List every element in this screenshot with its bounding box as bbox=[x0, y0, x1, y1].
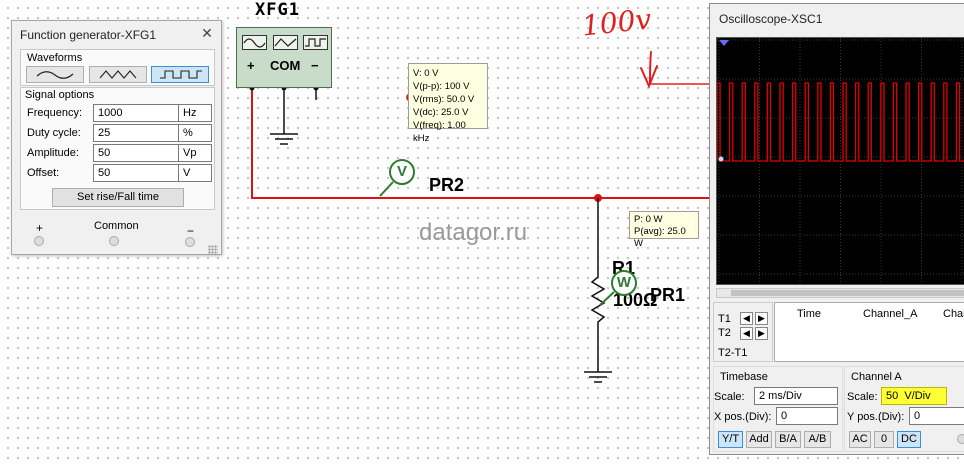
xfg-plus-label: + bbox=[247, 58, 255, 73]
osc-window-title: Oscilloscope-XSC1 bbox=[719, 12, 823, 26]
table-header-channel-a: Channel_A bbox=[863, 308, 918, 320]
timebase-scale-field[interactable]: 2 ms/Div bbox=[754, 387, 838, 405]
ground-symbol-xfg bbox=[270, 133, 298, 145]
timebase-xpos-label: X pos.(Div): bbox=[714, 411, 772, 423]
cursor-t2-label: T2 bbox=[718, 327, 731, 339]
measurement-table: Time Channel_A Chan bbox=[774, 302, 964, 362]
probe-pr1-label: PR1 bbox=[650, 285, 686, 305]
channel-a-ypos-label: Y pos.(Div): bbox=[847, 411, 905, 423]
cursor-t1-label: T1 bbox=[718, 313, 731, 325]
offset-input[interactable]: 50 bbox=[93, 164, 179, 182]
oscilloscope-screen[interactable] bbox=[716, 37, 964, 285]
mode-yt-button[interactable]: Y/T bbox=[718, 431, 743, 448]
offset-unit[interactable]: V bbox=[178, 164, 212, 182]
mode-ba-button[interactable]: B/A bbox=[775, 431, 801, 448]
frequency-unit[interactable]: Hz bbox=[178, 104, 212, 122]
fg-terminal-minus-label: − bbox=[187, 224, 195, 238]
pr2-reading-vrms: V(rms): 50.0 V bbox=[413, 94, 475, 105]
resize-grip-icon[interactable] bbox=[208, 245, 218, 255]
channel-a-label: Channel A bbox=[851, 371, 902, 383]
timebase-group: Timebase Scale: 2 ms/Div X pos.(Div): 0 … bbox=[713, 366, 843, 452]
probe-pr2-label: PR2 bbox=[429, 175, 465, 195]
resistor-r1[interactable] bbox=[590, 270, 606, 330]
cursor-t2t1-label: T2-T1 bbox=[718, 347, 748, 359]
set-rise-fall-button[interactable]: Set rise/Fall time bbox=[52, 188, 184, 207]
fg-terminal-plus-label: + bbox=[36, 221, 44, 235]
channel-a-scale-label: Scale: bbox=[847, 391, 878, 403]
xfg-symbol-title: XFG1 bbox=[255, 0, 300, 20]
triangle-wave-button[interactable] bbox=[89, 66, 147, 83]
watermark: datagor.ru bbox=[419, 219, 528, 246]
square-wave-icon bbox=[303, 35, 328, 50]
waveforms-label: Waveforms bbox=[27, 52, 83, 64]
frequency-input[interactable]: 1000 bbox=[93, 104, 179, 122]
osc-scrollbar-thumb[interactable] bbox=[731, 290, 964, 296]
duty-cycle-input[interactable]: 25 bbox=[93, 124, 179, 142]
pr2-reading-vpp: V(p-p): 100 V bbox=[413, 81, 470, 92]
annotation-arrow bbox=[640, 51, 713, 89]
pr1-reading-p: P: 0 W bbox=[634, 214, 663, 225]
signal-options-label: Signal options bbox=[25, 89, 95, 101]
oscilloscope-window[interactable]: Oscilloscope-XSC1 T1 ◀ ▶ T2 ◀ ▶ T2-T1 Ti… bbox=[709, 3, 964, 455]
pr2-reading-v: V: 0 V bbox=[413, 68, 439, 79]
amplitude-label: Amplitude: bbox=[27, 147, 79, 159]
pr1-reading-pavg: P(avg): 25.0 W bbox=[634, 226, 686, 249]
probe-pr2-lead bbox=[379, 181, 394, 197]
xfg-symbol-box[interactable]: + COM − bbox=[236, 27, 332, 88]
probe-pr2-readout: V: 0 V V(p-p): 100 V V(rms): 50.0 V V(dc… bbox=[408, 63, 488, 144]
channel-a-marker-icon bbox=[718, 156, 724, 162]
probe-pr2-icon[interactable]: V bbox=[389, 159, 415, 185]
fg-terminal-minus-radio[interactable] bbox=[185, 237, 195, 247]
probe-pr1-icon[interactable]: W bbox=[611, 270, 637, 296]
square-wave-button[interactable] bbox=[151, 66, 209, 83]
coupling-ac-button[interactable]: AC bbox=[849, 431, 871, 448]
fg-terminal-plus-radio[interactable] bbox=[34, 236, 44, 246]
probe-pr1-lead bbox=[599, 291, 615, 306]
coupling-zero-button[interactable]: 0 bbox=[874, 431, 894, 448]
sine-wave-icon bbox=[242, 35, 267, 50]
fg-window-title: Function generator-XFG1 bbox=[20, 28, 157, 42]
coupling-dc-button[interactable]: DC bbox=[897, 431, 921, 448]
amplitude-input[interactable]: 50 bbox=[93, 144, 179, 162]
duty-cycle-label: Duty cycle: bbox=[27, 127, 81, 139]
channel-a-group: Channel A Scale: 50 V/Div Y pos.(Div): 0… bbox=[844, 366, 964, 452]
table-header-channel-b: Chan bbox=[943, 308, 964, 320]
close-icon[interactable]: ✕ bbox=[201, 25, 213, 41]
t1-left-arrow-icon[interactable]: ◀ bbox=[740, 312, 753, 325]
wire-signal[interactable] bbox=[251, 88, 712, 199]
fg-terminal-common-radio[interactable] bbox=[109, 236, 119, 246]
waveforms-group: Waveforms bbox=[20, 49, 215, 86]
trigger-marker-icon bbox=[719, 40, 729, 46]
pr2-reading-vdc: V(dc): 25.0 V bbox=[413, 107, 469, 118]
fg-terminal-common-label: Common bbox=[94, 220, 139, 232]
pr2-reading-vfreq: V(freq): 1.00 kHz bbox=[413, 120, 466, 144]
t2-right-arrow-icon[interactable]: ▶ bbox=[755, 327, 768, 340]
duty-cycle-unit[interactable]: % bbox=[178, 124, 212, 142]
ground-symbol-r1 bbox=[584, 371, 612, 383]
mode-ab-button[interactable]: A/B bbox=[804, 431, 831, 448]
channel-a-scale-field[interactable]: 50 V/Div bbox=[881, 387, 947, 405]
timebase-xpos-field[interactable]: 0 bbox=[776, 407, 838, 425]
probe-pr1-readout: P: 0 W P(avg): 25.0 W bbox=[629, 211, 699, 249]
t2-left-arrow-icon[interactable]: ◀ bbox=[740, 327, 753, 340]
offset-label: Offset: bbox=[27, 167, 60, 179]
sine-wave-button[interactable] bbox=[26, 66, 84, 83]
xfg-minus-label: − bbox=[311, 58, 319, 73]
frequency-label: Frequency: bbox=[27, 107, 83, 119]
cursor-panel: T1 ◀ ▶ T2 ◀ ▶ T2-T1 bbox=[713, 302, 773, 362]
osc-scrollbar[interactable] bbox=[716, 288, 964, 298]
mode-add-button[interactable]: Add bbox=[746, 431, 772, 448]
timebase-scale-label: Scale: bbox=[714, 391, 745, 403]
amplitude-unit[interactable]: Vp bbox=[178, 144, 212, 162]
channel-a-radio[interactable] bbox=[957, 434, 964, 444]
channel-a-ypos-field[interactable]: 0 bbox=[909, 407, 964, 425]
t1-right-arrow-icon[interactable]: ▶ bbox=[755, 312, 768, 325]
timebase-label: Timebase bbox=[720, 371, 768, 383]
channel-a-trace bbox=[716, 82, 964, 162]
triangle-wave-icon bbox=[273, 35, 298, 50]
function-generator-window[interactable]: Function generator-XFG1 ✕ Waveforms Sign… bbox=[11, 20, 222, 255]
xfg-com-label: COM bbox=[270, 58, 301, 73]
table-header-time: Time bbox=[797, 308, 822, 320]
